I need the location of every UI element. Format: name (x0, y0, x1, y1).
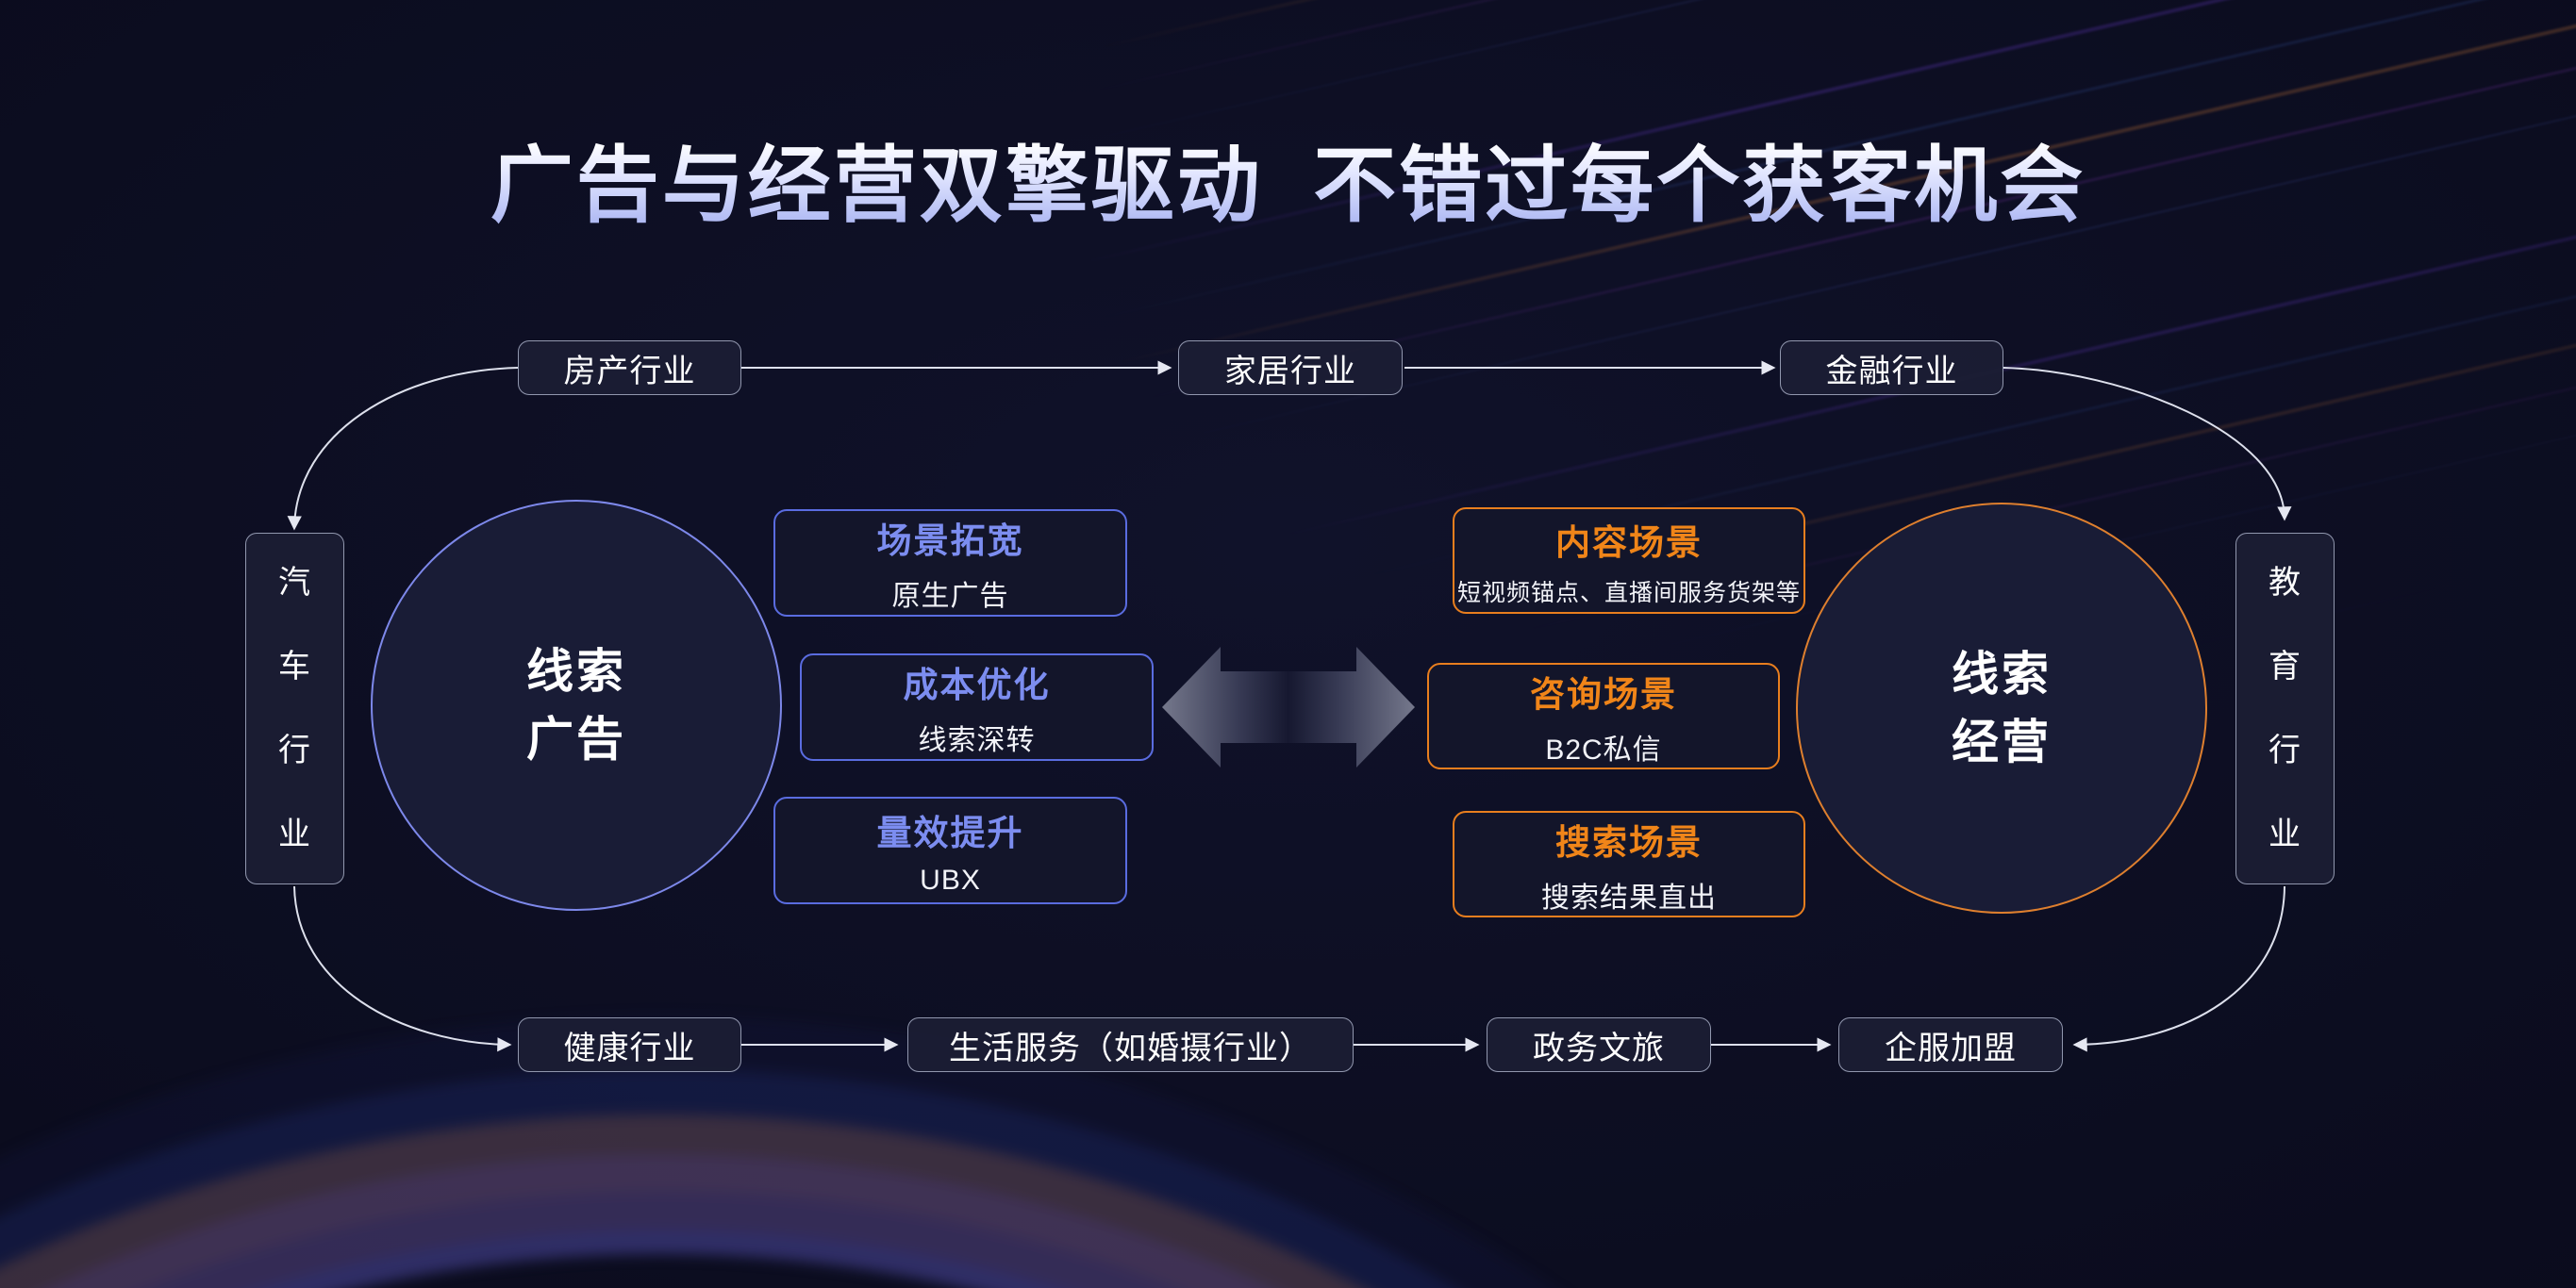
ad-capability-card-1-subtitle: 原生广告 (891, 581, 1009, 612)
industry-pill-enterprise-franchise: 企服加盟 (1838, 1017, 2063, 1072)
lead-ads-circle: 线索 广告 (371, 500, 782, 911)
lead-ads-line2: 广告 (526, 713, 626, 766)
cycle-arrows (287, 360, 2292, 1052)
industry-pill-education-label: 教育行业 (2269, 564, 2302, 852)
ad-capability-card-2-title: 成本优化 (903, 666, 1051, 704)
industry-pill-automotive: 汽车行业 (245, 533, 344, 884)
ad-capability-card-3-title: 量效提升 (876, 814, 1024, 852)
operation-scene-card-3-subtitle: 搜索结果直出 (1541, 882, 1717, 914)
ad-capability-card-2-subtitle: 线索深转 (918, 725, 1036, 756)
operation-scene-card-1: 内容场景 短视频锚点、直播间服务货架等 (1453, 507, 1805, 614)
operation-scene-card-2-subtitle: B2C私信 (1545, 734, 1662, 766)
industry-pill-education: 教育行业 (2235, 533, 2335, 884)
industry-pill-health: 健康行业 (518, 1017, 741, 1072)
operation-scene-card-1-title: 内容场景 (1555, 522, 1703, 562)
lead-operation-line1: 线索 (1952, 647, 2052, 701)
industry-pill-home-furnishing: 家居行业 (1178, 340, 1403, 395)
bidirectional-arrow (1162, 647, 1415, 768)
operation-scene-card-2-title: 咨询场景 (1530, 674, 1677, 714)
lead-operation-line2: 经营 (1952, 716, 2052, 768)
lead-ads-line1: 线索 (526, 644, 626, 698)
ad-capability-card-3-subtitle: UBX (920, 865, 981, 896)
ad-capability-card-3: 量效提升 UBX (773, 797, 1127, 904)
ad-capability-card-1-title: 场景拓宽 (876, 521, 1024, 560)
lead-operation-circle-label: 线索 经营 (1952, 640, 2052, 777)
industry-pill-finance: 金融行业 (1780, 340, 2003, 395)
slide-title: 广告与经营双擎驱动 不错过每个获客机会 (0, 119, 2576, 239)
lead-operation-circle: 线索 经营 (1796, 503, 2207, 914)
operation-scene-card-3: 搜索场景 搜索结果直出 (1453, 811, 1805, 917)
industry-pill-government-tourism: 政务文旅 (1487, 1017, 1711, 1072)
industry-pill-real-estate: 房产行业 (518, 340, 741, 395)
industry-pill-local-services: 生活服务（如婚摄行业） (907, 1017, 1354, 1072)
operation-scene-card-3-title: 搜索场景 (1555, 822, 1703, 862)
industry-pill-automotive-label: 汽车行业 (278, 564, 311, 852)
ad-capability-card-2: 成本优化 线索深转 (800, 653, 1154, 761)
ad-capability-card-1: 场景拓宽 原生广告 (773, 509, 1127, 617)
operation-scene-card-1-subtitle: 短视频锚点、直播间服务货架等 (1456, 579, 1801, 606)
operation-scene-card-2: 咨询场景 B2C私信 (1427, 663, 1780, 769)
lead-ads-circle-label: 线索 广告 (526, 637, 626, 774)
